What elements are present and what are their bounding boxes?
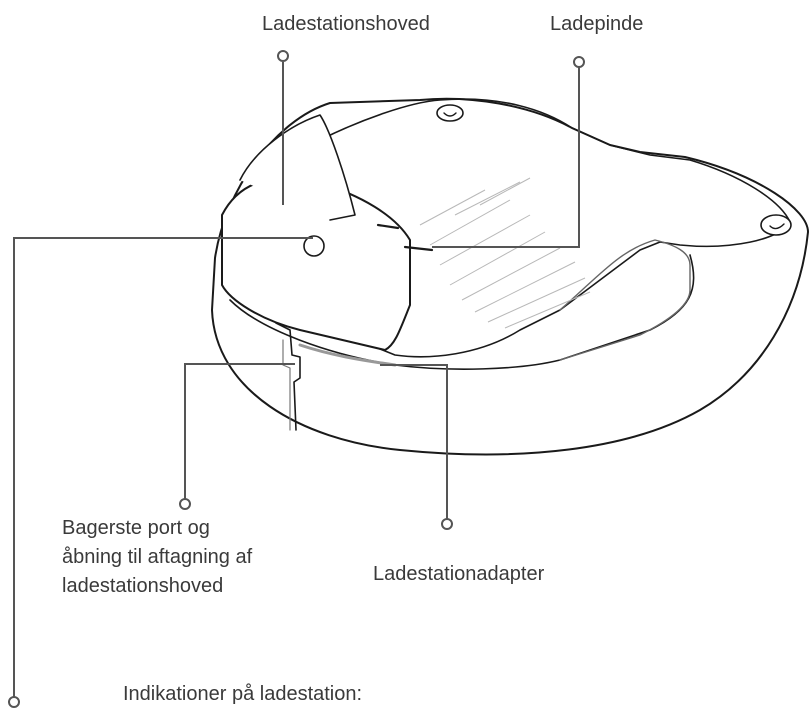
leader-adapter [380, 365, 447, 520]
label-rear-port: Bagerste port og åbning til aftagning af… [62, 514, 252, 601]
label-rear-port-line-1: Bagerste port og [62, 514, 252, 543]
right-block [560, 240, 690, 360]
label-indicators: Indikationer på ladestation: [123, 680, 362, 709]
screw-icon-top [437, 105, 463, 121]
leader-dot-charging-pins [574, 57, 584, 67]
leader-rear-port [185, 364, 295, 500]
label-rear-port-line-2: åbning til aftagning af [62, 543, 252, 572]
leader-dot-rear-port [180, 499, 190, 509]
leader-dot-indicators [9, 697, 19, 707]
label-station-head: Ladestationshoved [262, 10, 430, 39]
leader-dot-station-head [278, 51, 288, 61]
label-rear-port-line-3: ladestationshoved [62, 572, 252, 601]
screw-icon-right [761, 215, 791, 235]
label-charging-pins: Ladepinde [550, 10, 643, 39]
leader-dot-adapter [442, 519, 452, 529]
label-adapter: Ladestationadapter [373, 560, 544, 589]
leader-charging-pins [432, 62, 579, 247]
